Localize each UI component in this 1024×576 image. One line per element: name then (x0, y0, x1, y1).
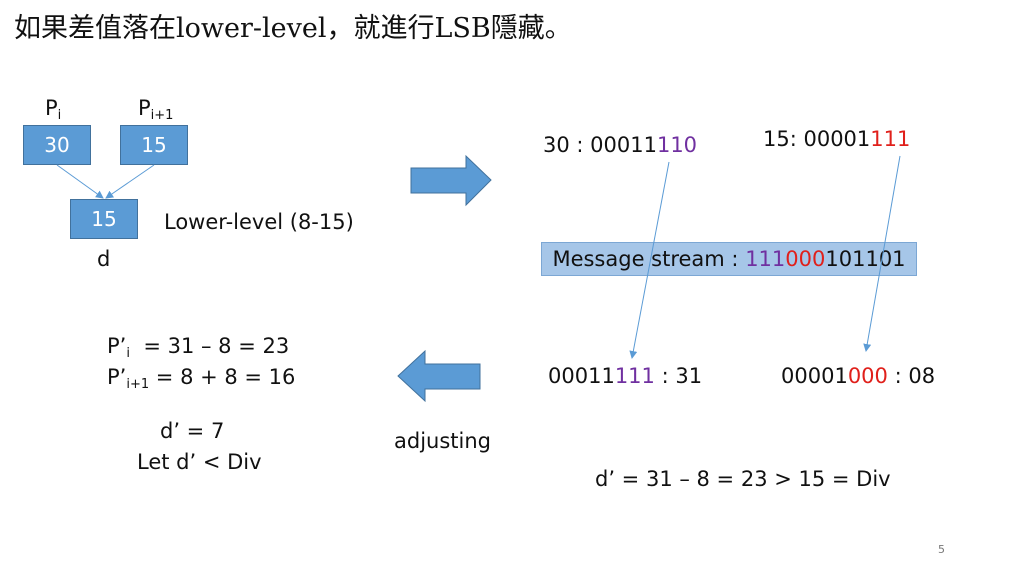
pi1-letter: P (138, 96, 151, 120)
pi1-prime-subscript: i+1 (126, 377, 150, 392)
pi1-to-d-line (105, 164, 155, 199)
message-stream-part1: 111 (745, 247, 786, 271)
message-stream-label: Message stream : (552, 247, 746, 271)
let-condition: Let d’ < Div (137, 450, 262, 474)
d-value-box: 15 (70, 199, 138, 239)
binary-31-lsb: 111 (614, 364, 655, 388)
pi-prime-letter: P’ (107, 334, 127, 358)
message-stream-box: Message stream : 111000101101 (541, 242, 917, 276)
d-label: d (97, 247, 111, 271)
binary-31-suffix: : 31 (654, 364, 703, 388)
right-arrow-icon (410, 154, 492, 207)
binary-30-lsb: 110 (656, 133, 698, 157)
b15-to-b08-line (863, 155, 901, 352)
binary-08-lsb: 000 (847, 364, 888, 388)
left-arrow-icon (397, 349, 481, 403)
pi-letter: P (45, 96, 58, 120)
adjusting-label: adjusting (394, 429, 491, 453)
pi1-prime-letter: P’ (107, 365, 127, 389)
pi-value-box: 30 (23, 125, 91, 165)
d-prime-equation: d’ = 7 (160, 419, 225, 443)
binary-30: 30 : 00011110 (543, 133, 697, 157)
slide-title: 如果差值落在lower-level，就進行LSB隱藏。 (14, 13, 572, 44)
pi1-label: Pi+1 (138, 96, 173, 123)
pi-label: Pi (45, 96, 61, 123)
message-stream-rest: 101101 (825, 247, 906, 271)
binary-15: 15: 00001111 (763, 127, 910, 151)
binary-31-prefix: 00011 (548, 364, 615, 388)
message-stream-part2: 000 (785, 247, 826, 271)
pi1-prime-rhs: = 8 + 8 = 16 (149, 365, 296, 389)
level-range-label: Lower-level (8-15) (164, 210, 354, 234)
pi-to-d-line (56, 164, 104, 199)
final-equation: d’ = 31 – 8 = 23 > 15 = Div (595, 467, 891, 491)
pi-prime-subscript: i (126, 346, 130, 361)
binary-08: 00001000 : 08 (781, 364, 935, 388)
binary-08-suffix: : 08 (887, 364, 936, 388)
pi1-subscript: i+1 (150, 108, 174, 123)
binary-15-lsb: 111 (870, 127, 911, 151)
pi1-prime-equation: P’i+1 = 8 + 8 = 16 (107, 365, 295, 392)
pi-subscript: i (57, 108, 62, 123)
binary-31: 00011111 : 31 (548, 364, 702, 388)
pi1-value-box: 15 (120, 125, 188, 165)
binary-30-prefix: 30 : 00011 (543, 133, 657, 157)
pi-prime-equation: P’i = 31 – 8 = 23 (107, 334, 289, 361)
b30-to-b31-line (629, 161, 670, 359)
binary-15-prefix: 15: 00001 (763, 127, 871, 151)
binary-08-prefix: 00001 (781, 364, 848, 388)
page-number: 5 (938, 543, 945, 556)
pi-prime-rhs: = 31 – 8 = 23 (129, 334, 290, 358)
